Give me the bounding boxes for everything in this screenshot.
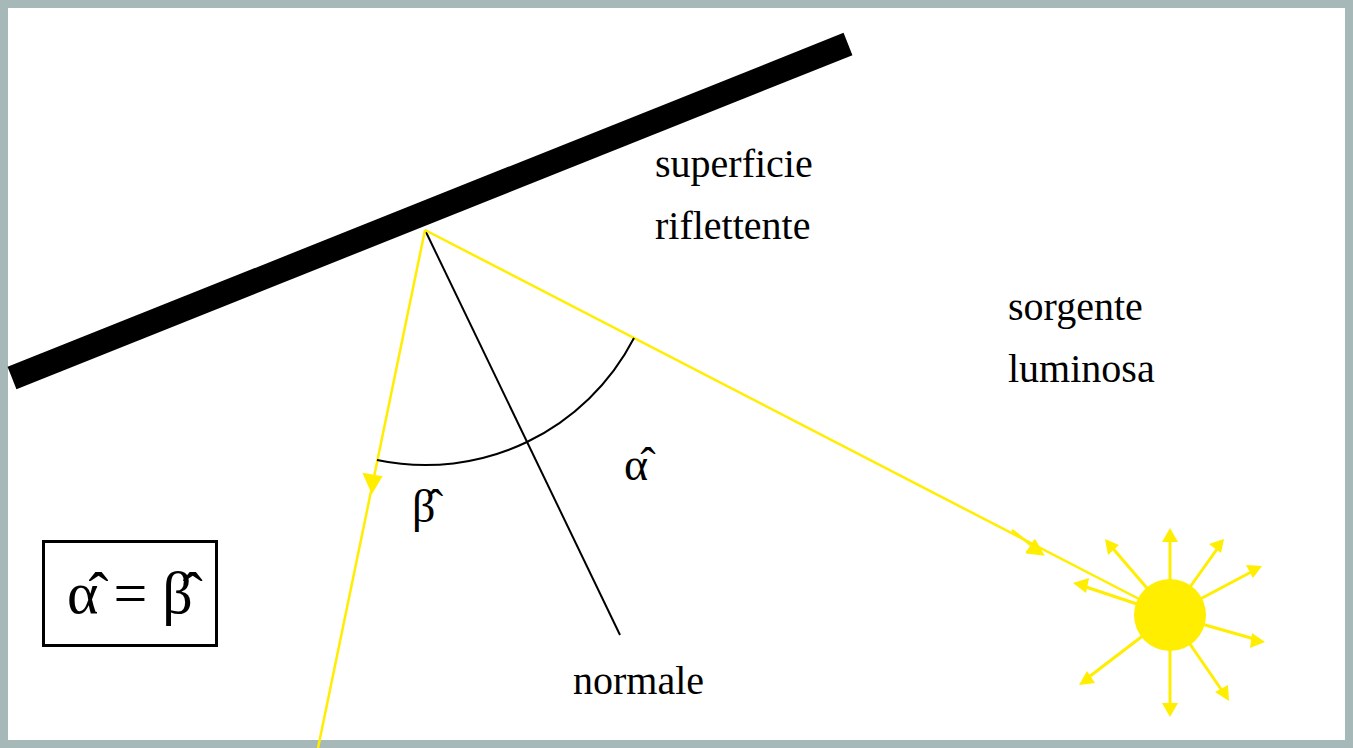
formula-text: α̂ = β̂ (67, 559, 193, 628)
ray-arrowhead (364, 474, 381, 492)
angle-label: α̂ (624, 440, 648, 491)
surface-label: superficie riflettente (655, 133, 955, 257)
source-label: sorgente luminosa (1008, 276, 1258, 400)
normal-label: normale (573, 650, 704, 712)
light-source (1073, 528, 1265, 717)
ray-arrowhead (1026, 540, 1042, 554)
normal-line (425, 230, 620, 635)
angle-arc (377, 442, 527, 465)
formula-box: α̂ = β̂ (42, 540, 218, 647)
angle-label: β̂ (412, 482, 435, 533)
angle-arc (527, 338, 634, 442)
ray-arrowhead (1012, 530, 1042, 554)
reflected-ray (318, 230, 425, 748)
